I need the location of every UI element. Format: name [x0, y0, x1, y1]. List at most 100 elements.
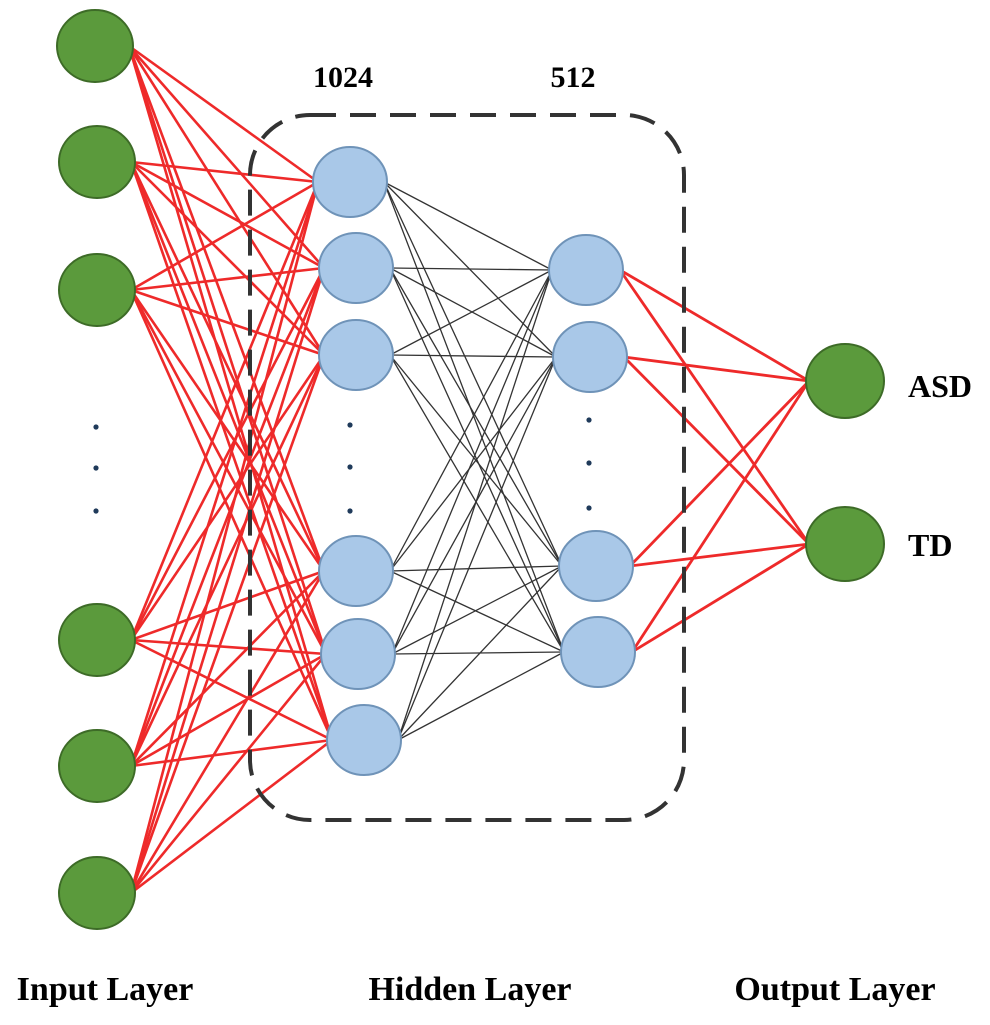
output-class-label-asd: ASD: [908, 368, 972, 404]
edge: [130, 180, 319, 292]
input-node-6: [58, 856, 136, 930]
edge: [397, 651, 565, 741]
edge: [130, 738, 333, 895]
edge: [129, 267, 326, 767]
edge: [130, 161, 325, 356]
hidden-1-node-2: [318, 232, 394, 304]
hidden-layer-1-size: 1024: [313, 61, 373, 94]
edge: [129, 653, 328, 894]
edge: [389, 267, 563, 567]
network-nodes: [56, 9, 885, 930]
output-node-2: [805, 506, 885, 582]
input-node-3: [58, 253, 136, 327]
edge: [130, 288, 325, 357]
edge: [129, 181, 320, 894]
ellipsis-dots: [93, 417, 592, 514]
edge: [623, 355, 810, 383]
edge: [130, 160, 325, 270]
edge: [127, 45, 326, 572]
edge: [391, 269, 553, 655]
edge: [389, 570, 565, 653]
edge: [127, 45, 328, 655]
edge: [130, 569, 325, 642]
edge: [389, 356, 557, 572]
hidden-2-node-4: [560, 616, 636, 688]
hidden-to-hidden-edges: [383, 181, 565, 741]
ellipsis-dot: [93, 508, 99, 514]
edge: [383, 181, 565, 653]
edge: [618, 269, 811, 545]
edge: [129, 181, 320, 767]
edge: [128, 45, 325, 269]
hidden-2-node-1: [548, 234, 624, 306]
edge: [127, 45, 326, 356]
edge: [628, 380, 811, 567]
input-node-4: [58, 603, 136, 677]
edge: [630, 380, 811, 653]
edge: [129, 289, 328, 655]
edge: [389, 269, 553, 572]
edge: [389, 565, 563, 572]
input-node-1: [56, 9, 134, 83]
edge: [129, 161, 326, 572]
edge: [129, 354, 326, 894]
edge: [389, 269, 553, 356]
edge: [130, 160, 319, 184]
hidden-2-node-2: [552, 321, 628, 393]
edge: [130, 638, 327, 656]
hidden-to-output-edges: [618, 268, 811, 654]
edge: [130, 570, 325, 767]
ellipsis-dot: [347, 422, 353, 428]
edge: [129, 267, 326, 894]
ellipsis-dot: [93, 424, 99, 430]
edge: [389, 267, 553, 271]
edge: [397, 356, 557, 741]
input-to-hidden-edges: [127, 44, 334, 895]
hidden-1-node-5: [320, 618, 396, 690]
edge: [383, 181, 563, 567]
edge: [129, 181, 320, 641]
ellipsis-dot: [586, 505, 592, 511]
edge: [397, 269, 553, 741]
hidden-2-node-3: [558, 530, 634, 602]
edge: [129, 354, 326, 641]
input-layer-label: Input Layer: [17, 971, 194, 1008]
hidden-layer-label: Hidden Layer: [368, 971, 571, 1008]
edge: [129, 289, 326, 572]
edge: [389, 354, 557, 358]
hidden-1-node-1: [312, 146, 388, 218]
edge: [130, 638, 333, 742]
output-layer-label: Output Layer: [734, 971, 935, 1008]
ellipsis-dot: [347, 508, 353, 514]
edge: [129, 267, 326, 641]
edge: [391, 356, 557, 655]
hidden-1-node-4: [318, 535, 394, 607]
output-node-1: [805, 343, 885, 419]
edge: [391, 651, 565, 655]
edge: [629, 542, 810, 568]
edge: [397, 565, 563, 741]
edge: [130, 266, 325, 292]
edge: [128, 44, 319, 184]
hidden-1-node-6: [326, 704, 402, 776]
output-class-label-td: TD: [908, 527, 952, 563]
edge: [389, 354, 565, 653]
edge: [631, 542, 810, 654]
edge: [623, 356, 810, 545]
hidden-layer-2-size: 512: [551, 61, 596, 94]
hidden-1-node-3: [318, 319, 394, 391]
input-node-2: [58, 125, 136, 199]
edge: [383, 181, 553, 271]
edge: [619, 268, 810, 383]
edge: [389, 267, 565, 653]
ellipsis-dot: [586, 460, 592, 466]
edge: [129, 354, 326, 767]
edge: [129, 161, 328, 655]
hidden-layer-box: [248, 113, 686, 822]
ellipsis-dot: [93, 465, 99, 471]
edge: [391, 565, 563, 655]
ellipsis-dot: [347, 464, 353, 470]
edge: [130, 652, 327, 768]
input-node-5: [58, 729, 136, 803]
